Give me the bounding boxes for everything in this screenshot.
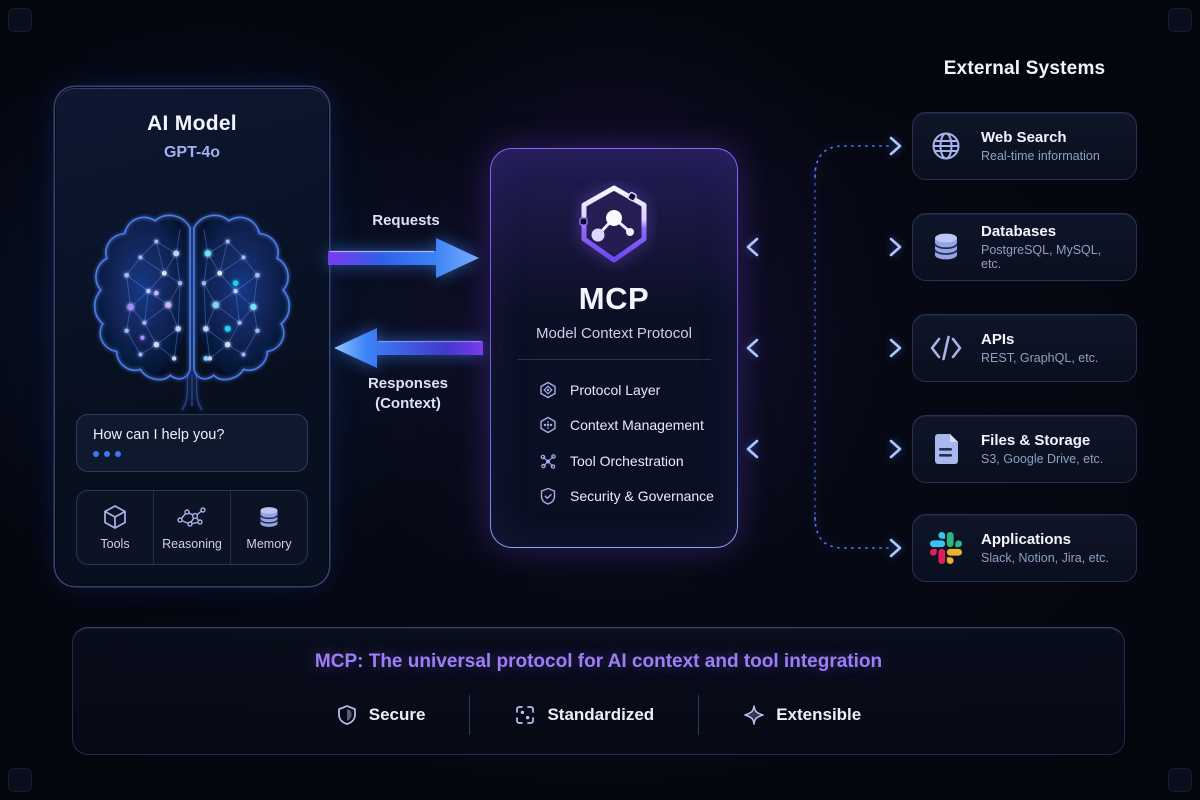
external-card-web-search: Web Search Real-time information xyxy=(912,112,1137,180)
divider xyxy=(469,695,471,735)
mcp-feature-tool-orchestration: Tool Orchestration xyxy=(539,443,721,479)
card-title: Databases xyxy=(981,223,1057,240)
standard-frame-icon xyxy=(516,706,535,724)
shield-icon xyxy=(337,705,356,725)
corner-accent xyxy=(8,768,32,792)
card-title: APIs xyxy=(981,331,1015,348)
capability-label: Reasoning xyxy=(162,537,222,551)
requests-arrow xyxy=(328,238,479,278)
ai-model-name: GPT-4o xyxy=(163,144,220,161)
external-card-applications: Applications Slack, Notion, Jira, etc. xyxy=(912,514,1137,582)
mcp-title: MCP xyxy=(578,281,650,316)
capability-label: Tools xyxy=(100,537,130,551)
card-description: S3, Google Drive, etc. xyxy=(981,452,1104,466)
card-title: Web Search xyxy=(981,129,1067,146)
corner-accent xyxy=(8,8,32,32)
feature-extensible: Extensible xyxy=(743,704,861,726)
mcp-feature-security-governance: Security & Governance xyxy=(539,479,721,515)
corner-accent xyxy=(1168,8,1192,32)
chat-bubble: How can I help you? xyxy=(76,414,308,472)
database-icon xyxy=(927,230,965,264)
external-card-files-storage: Files & Storage S3, Google Drive, etc. xyxy=(912,415,1137,483)
document-icon xyxy=(927,432,965,466)
graph-icon xyxy=(177,507,206,527)
banner-headline: MCP: The universal protocol for AI conte… xyxy=(314,651,883,672)
footer-banner: MCP: The universal protocol for AI conte… xyxy=(72,627,1125,755)
typing-indicator xyxy=(93,451,291,457)
mcp-feature-protocol-layer: Protocol Layer xyxy=(539,372,721,408)
capability-tools: Tools xyxy=(77,491,153,564)
brain-network-graphic xyxy=(83,184,301,421)
divider xyxy=(698,695,700,735)
ai-model-panel: AI Model GPT-4o xyxy=(55,87,329,586)
card-title: Files & Storage xyxy=(981,432,1091,449)
mcp-hexagon-icon xyxy=(571,181,657,278)
mcp-external-connectors xyxy=(746,136,902,558)
mcp-subtitle: Model Context Protocol xyxy=(536,325,692,342)
banner-features: Secure Standardized Extensible xyxy=(73,695,1124,735)
mcp-panel: MCP Model Context Protocol Protocol Laye… xyxy=(490,148,738,548)
ai-model-title: AI Model xyxy=(147,112,237,135)
card-description: Slack, Notion, Jira, etc. xyxy=(981,551,1109,565)
context-management-icon xyxy=(540,417,556,434)
external-card-databases: Databases PostgreSQL, MySQL, etc. xyxy=(912,213,1137,281)
external-card-apis: APIs REST, GraphQL, etc. xyxy=(912,314,1137,382)
divider xyxy=(517,359,711,360)
feature-secure: Secure xyxy=(336,704,425,726)
feature-standardized: Standardized xyxy=(514,704,654,726)
card-description: PostgreSQL, MySQL, etc. xyxy=(981,243,1102,271)
requests-label: Requests xyxy=(372,212,440,229)
capability-label: Memory xyxy=(246,537,292,551)
responses-arrow xyxy=(334,328,483,368)
sparkle-icon xyxy=(744,705,764,725)
capabilities-panel: Tools Reasoning xyxy=(76,490,308,565)
memory-db-icon xyxy=(259,507,279,527)
globe-icon xyxy=(927,129,965,163)
chat-message: How can I help you? xyxy=(93,427,225,443)
shield-check-icon xyxy=(540,488,556,505)
code-brackets-icon xyxy=(927,332,965,364)
slack-icon xyxy=(927,532,965,564)
card-title: Applications xyxy=(981,531,1072,548)
protocol-layer-icon xyxy=(540,381,556,398)
capability-reasoning: Reasoning xyxy=(153,491,230,564)
capability-memory: Memory xyxy=(230,491,307,564)
cube-icon xyxy=(104,505,126,529)
mcp-feature-context-management: Context Management xyxy=(539,408,721,444)
external-systems-title: External Systems xyxy=(943,58,1106,79)
mcp-feature-list: Protocol Layer Context Management xyxy=(539,372,721,514)
orchestration-icon xyxy=(540,453,556,469)
corner-accent xyxy=(1168,768,1192,792)
card-description: Real-time information xyxy=(981,149,1100,163)
responses-label: Responses (Context) xyxy=(367,375,449,412)
card-description: REST, GraphQL, etc. xyxy=(981,351,1099,365)
